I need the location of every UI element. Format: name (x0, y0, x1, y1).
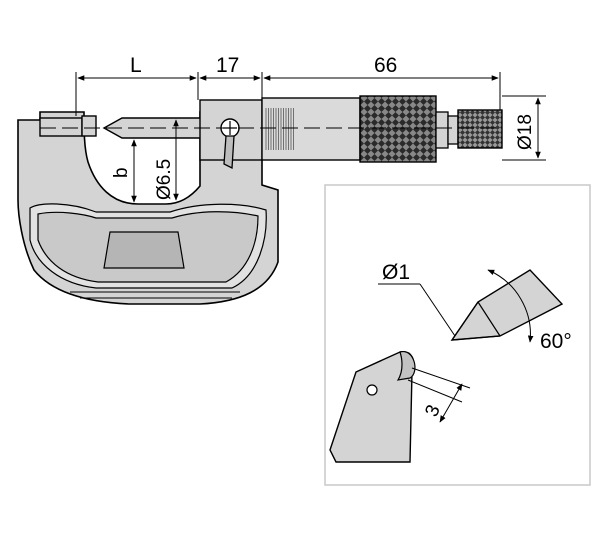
dim-label-b: b (111, 167, 132, 178)
ratchet-stop (457, 109, 503, 149)
dim-label-17: 17 (216, 54, 239, 77)
dim-label-diameter-1: Ø1 (382, 261, 410, 284)
lock-lever (223, 135, 235, 170)
anvil (39, 115, 97, 137)
knurled-thimble (359, 95, 459, 163)
dim-label-diameter-18: Ø18 (515, 114, 536, 150)
label-inset (103, 231, 185, 269)
graduation-marks (265, 108, 294, 150)
blade-anvil-detail (329, 351, 471, 463)
thimble-sleeve (261, 97, 361, 161)
pointed-tip-detail (378, 269, 564, 343)
dim-label-L: L (130, 54, 142, 77)
detail-inset: Ø1 60° 3 (324, 184, 591, 486)
dimension-lines (75, 72, 546, 203)
spindle-lock-block (199, 99, 263, 170)
dim-label-diameter-6-5: Ø6.5 (154, 159, 175, 200)
dim-label-66: 66 (374, 54, 397, 77)
dim-label-60-degrees: 60° (540, 330, 572, 353)
